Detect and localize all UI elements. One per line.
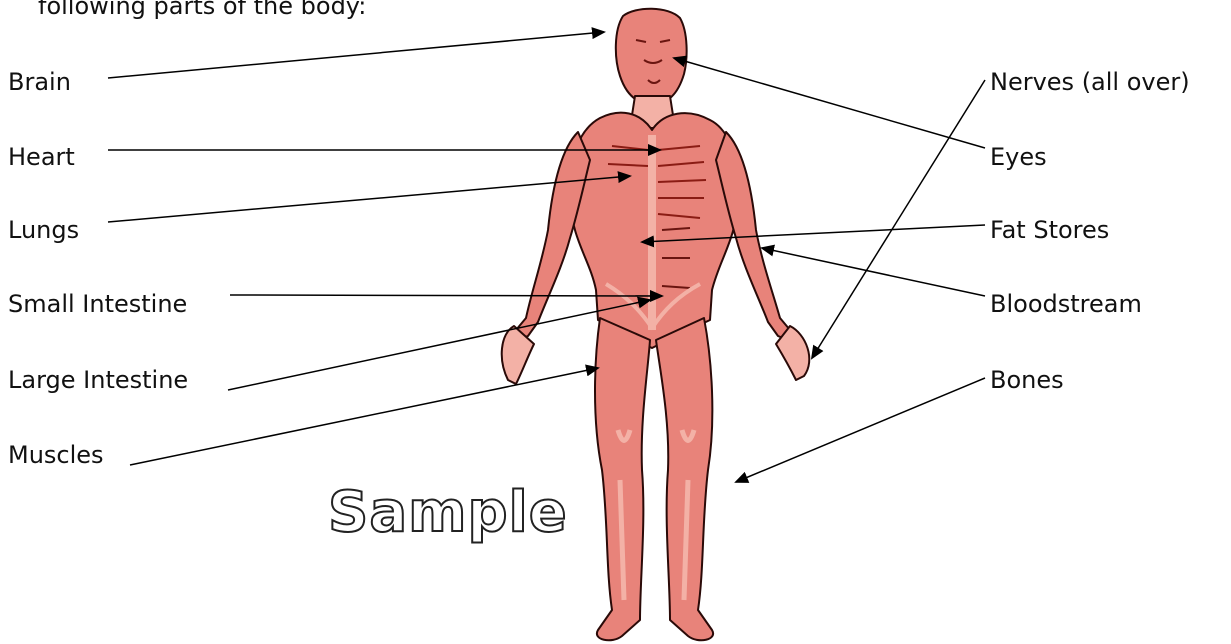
line-nerves (812, 80, 985, 358)
line-large-intestine (228, 300, 650, 390)
muscular-figure (502, 9, 810, 641)
sample-watermark: Sample (328, 480, 568, 545)
head-shape (616, 9, 687, 104)
line-bones (736, 378, 985, 482)
line-small-intestine (230, 295, 662, 296)
line-brain (108, 32, 604, 78)
line-bloodstream (762, 248, 985, 296)
line-muscles (130, 368, 598, 465)
